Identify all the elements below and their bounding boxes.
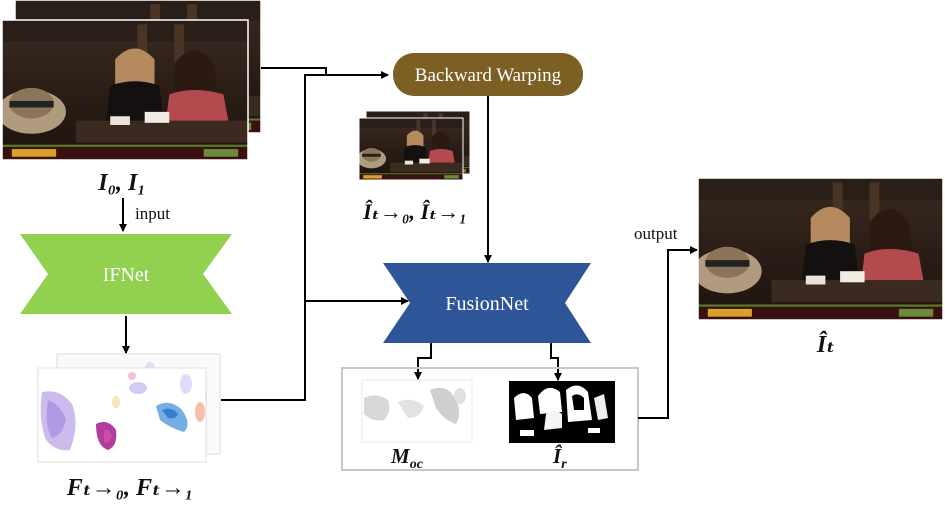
input-frame-front — [1, 19, 249, 161]
mask-label: Moc — [390, 444, 424, 472]
residual-label-main: Î — [552, 444, 563, 468]
flow-map-stack — [37, 353, 221, 463]
fusionnet-node: FusionNet — [383, 263, 591, 343]
backward-warping-label: Backward Warping — [415, 65, 562, 86]
mask-label-sub: oc — [410, 457, 424, 472]
svg-text:Moc: Moc — [390, 444, 424, 472]
arrow-fusionnet-to-residual — [550, 343, 562, 381]
residual-label-sub: r — [561, 457, 567, 472]
occlusion-mask-image — [361, 379, 473, 443]
fusionnet-shape — [383, 263, 591, 343]
flows-label: Fₜ→₀, Fₜ→₁ — [66, 475, 194, 501]
arrow-fusion-to-output — [638, 246, 698, 419]
backward-warping-node: Backward Warping — [393, 53, 583, 96]
residual-label: Îr — [552, 444, 567, 472]
residual-image — [509, 381, 615, 443]
ifnet-label: IFNet — [103, 264, 150, 286]
ifnet-shape — [20, 234, 232, 314]
output-frame — [697, 177, 944, 321]
ifnet-node: IFNet — [20, 234, 232, 314]
warped-frames-label: Îₜ→₀, Îₜ→₁ — [362, 199, 467, 224]
input-frame-stack — [1, 0, 262, 161]
arrow-fusionnet-to-mask — [414, 343, 432, 380]
input-edge-label: input — [135, 204, 170, 223]
warped-frame-front — [358, 117, 464, 181]
arrow-frames-to-warping — [261, 67, 389, 79]
output-edge-label: output — [634, 224, 678, 243]
connector-flows-trunk — [221, 74, 326, 401]
warped-frame-stack — [358, 110, 471, 181]
backward-warping-shape — [393, 53, 583, 96]
mask-label-main: M — [390, 444, 411, 468]
svg-text:Îr: Îr — [552, 444, 567, 472]
input-frames-label: I₀, I₁ — [97, 170, 145, 196]
output-frame-label: Îₜ — [816, 331, 835, 358]
fusionnet-label: FusionNet — [445, 293, 529, 315]
